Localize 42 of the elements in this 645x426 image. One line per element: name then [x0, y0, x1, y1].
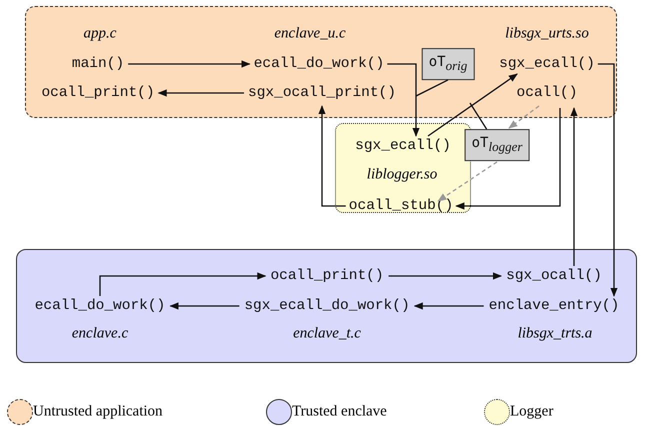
leader-line [469, 102, 488, 130]
legend-label: Logger [510, 404, 554, 420]
arrow [414, 302, 484, 310]
function-name: sgx_ecall() [355, 137, 451, 155]
trusted-region [16, 249, 637, 363]
logger-region [335, 123, 471, 213]
function-name: ocall_stub() [348, 197, 454, 215]
function-name: ocall_print() [270, 267, 384, 285]
file-label: libsgx_urts.so [505, 26, 589, 42]
file-label: libsgx_trts.a [518, 326, 592, 342]
arrow [99, 272, 266, 296]
arrow [158, 89, 244, 97]
arrow [428, 73, 518, 137]
legend-label: Trusted enclave [292, 404, 387, 420]
arrow [455, 108, 561, 210]
arrow [598, 63, 618, 297]
file-label: enclave_u.c [274, 26, 346, 42]
file-label: enclave_t.c [293, 326, 361, 342]
legend-label: Untrusted application [33, 404, 163, 420]
untrusted-region [25, 6, 617, 118]
function-name: ocall_print() [41, 84, 155, 102]
function-name: sgx_ocall_print() [248, 84, 396, 102]
arrow [388, 272, 502, 280]
file-label: liblogger.so [366, 166, 438, 184]
file-label: app.c [84, 26, 116, 42]
function-name: ocall() [516, 84, 578, 102]
arrow [437, 161, 498, 202]
arrow [570, 107, 578, 266]
file-label: enclave.c [72, 326, 128, 342]
arrow [508, 105, 540, 129]
function-name: ecall_do_work() [34, 297, 166, 315]
function-name: sgx_ecall_do_work() [244, 297, 410, 315]
arrow [318, 105, 346, 207]
leader-line [416, 79, 448, 97]
arrow [128, 60, 251, 68]
arrow [169, 302, 240, 310]
function-name: main() [72, 55, 124, 73]
function-name: sgx_ecall() [499, 55, 595, 73]
arrow [387, 63, 420, 137]
function-name: sgx_ocall() [506, 267, 602, 285]
function-name: ecall_do_work() [254, 55, 384, 73]
function-name: enclave_entry() [488, 297, 620, 315]
